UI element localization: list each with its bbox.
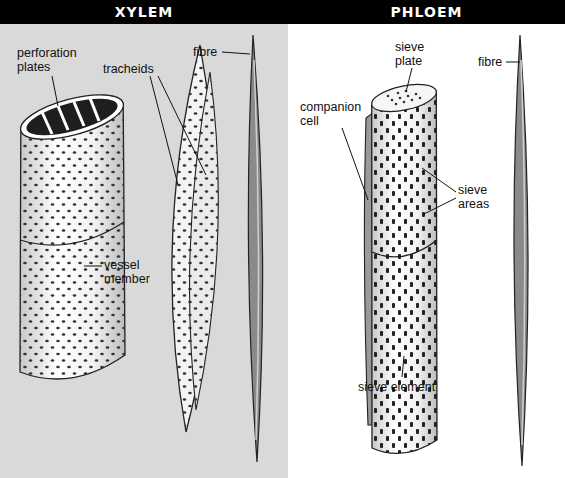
vessel-member bbox=[16, 86, 128, 379]
part-label: companion cell bbox=[300, 100, 368, 128]
part-label: perforation plates bbox=[17, 46, 95, 74]
header-text: XYLEM bbox=[115, 4, 173, 20]
phloem-fibre bbox=[514, 35, 528, 466]
xylem-fibre bbox=[248, 35, 262, 462]
header-band: PHLOEM bbox=[288, 0, 565, 24]
tracheids bbox=[172, 45, 218, 432]
sieve-element bbox=[364, 79, 438, 453]
part-label: sieve element bbox=[358, 380, 435, 394]
xylem-panel bbox=[0, 0, 288, 478]
part-label: fibre bbox=[478, 55, 502, 69]
part-label: tracheids bbox=[103, 62, 154, 76]
part-label: fibre bbox=[193, 45, 217, 59]
header-text: PHLOEM bbox=[391, 4, 463, 20]
header-band: XYLEM bbox=[0, 0, 288, 24]
part-label: sieve plate bbox=[395, 40, 440, 68]
part-label: vessel member bbox=[104, 258, 164, 286]
leader-lines bbox=[52, 52, 520, 377]
phloem-panel bbox=[288, 0, 565, 478]
part-label: sieve areas bbox=[458, 183, 506, 211]
